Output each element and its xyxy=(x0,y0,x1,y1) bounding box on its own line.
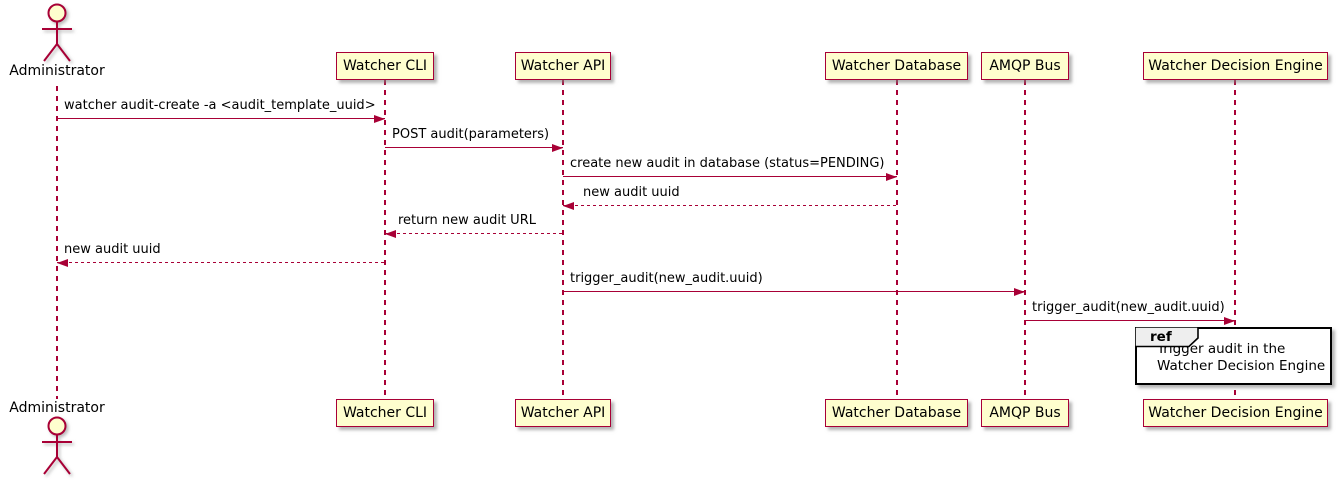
ref-fragment: ref Trigger audit in the Watcher Decisio… xyxy=(1134,326,1332,385)
participant-bottom-watcher-decision-engine: Watcher Decision Engine xyxy=(1143,399,1328,427)
message-label: create new audit in database (status=PEN… xyxy=(570,156,885,171)
lifeline-watcher-api xyxy=(562,80,564,399)
message-label: watcher audit-create -a <audit_template_… xyxy=(64,98,376,113)
message-line xyxy=(385,146,563,148)
message-5: return new audit URL xyxy=(385,213,563,238)
message-1: watcher audit-create -a <audit_template_… xyxy=(57,98,385,123)
message-3: create new audit in database (status=PEN… xyxy=(563,156,897,181)
lifeline-watcher-database xyxy=(896,80,898,399)
lifeline-administrator xyxy=(56,86,58,399)
arrowhead-right-icon xyxy=(552,143,563,152)
message-4: new audit uuid xyxy=(563,185,897,210)
message-line xyxy=(563,290,1025,292)
participant-top-watcher-decision-engine: Watcher Decision Engine xyxy=(1143,52,1328,80)
arrowhead-right-icon xyxy=(374,114,385,123)
participant-top-watcher-api: Watcher API xyxy=(515,52,611,80)
message-label: POST audit(parameters) xyxy=(392,127,550,142)
participant-bottom-watcher-cli: Watcher CLI xyxy=(336,399,434,427)
participant-bottom-watcher-api: Watcher API xyxy=(515,399,611,427)
message-line xyxy=(57,117,385,119)
actor-label-top: Administrator xyxy=(9,63,105,79)
message-label: return new audit URL xyxy=(398,213,536,228)
participant-top-amqp-bus: AMQP Bus xyxy=(981,52,1069,80)
participant-bottom-watcher-database: Watcher Database xyxy=(825,399,968,427)
message-7: trigger_audit(new_audit.uuid) xyxy=(563,271,1025,296)
message-label: trigger_audit(new_audit.uuid) xyxy=(1032,300,1225,315)
ref-tab-icon xyxy=(1134,326,1205,353)
ref-keyword: ref xyxy=(1150,329,1172,345)
participant-bottom-amqp-bus: AMQP Bus xyxy=(981,399,1069,427)
actor-label-bottom: Administrator xyxy=(9,400,105,416)
ref-line: Watcher Decision Engine xyxy=(1157,358,1326,374)
arrowhead-left-icon xyxy=(563,201,574,210)
message-line xyxy=(563,204,897,206)
message-label: new audit uuid xyxy=(583,185,680,200)
actor-icon xyxy=(37,416,77,482)
participant-top-watcher-database: Watcher Database xyxy=(825,52,968,80)
message-2: POST audit(parameters) xyxy=(385,127,563,152)
message-label: trigger_audit(new_audit.uuid) xyxy=(570,271,763,286)
message-8: trigger_audit(new_audit.uuid) xyxy=(1025,300,1235,325)
message-line xyxy=(57,261,385,263)
lifeline-watcher-cli xyxy=(384,80,386,399)
arrowhead-right-icon xyxy=(1224,316,1235,325)
arrowhead-right-icon xyxy=(1014,287,1025,296)
arrowhead-right-icon xyxy=(886,172,897,181)
lifeline-watcher-decision-engine xyxy=(1234,80,1236,399)
message-line xyxy=(1025,319,1235,321)
arrowhead-left-icon xyxy=(57,258,68,267)
arrowhead-left-icon xyxy=(385,229,396,238)
message-6: new audit uuid xyxy=(57,242,385,267)
actor-icon xyxy=(37,3,77,69)
message-line xyxy=(563,175,897,177)
message-line xyxy=(385,232,563,234)
participant-top-watcher-cli: Watcher CLI xyxy=(336,52,434,80)
message-label: new audit uuid xyxy=(64,242,161,257)
lifeline-amqp-bus xyxy=(1024,80,1026,399)
